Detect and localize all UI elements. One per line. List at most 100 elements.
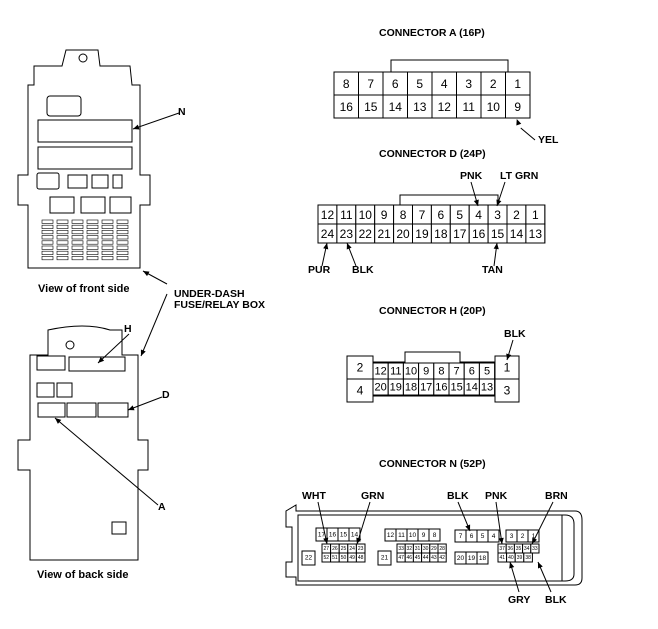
front-mini-fuse <box>41 245 54 250</box>
front-fuse-block-1 <box>36 172 60 190</box>
connector-d-bottom-pin-label: 14 <box>510 227 524 241</box>
connector-n-g2-side-cell <box>377 550 392 566</box>
front-mini-fuse <box>71 250 84 255</box>
front-mini-fuse <box>116 240 129 245</box>
connector-d-top-pin-label: 8 <box>400 208 407 222</box>
front-mini-fuse <box>86 250 99 255</box>
connector-d-bottom-pin-label: 20 <box>396 227 410 241</box>
connector-a-bottom-cell <box>505 94 531 119</box>
wire-label-blk-h: BLK <box>504 328 526 340</box>
connector-a-bottom-pin-label: 10 <box>487 100 501 114</box>
front-view-caption: View of front side <box>38 283 130 295</box>
connector-n-g3-top-pin-label: 6 <box>470 533 474 540</box>
connector-n-g4-top-pin-label: 2 <box>521 533 525 540</box>
blk-n1-leader-arrowhead <box>465 524 471 531</box>
connector-h-top-pin-label: 11 <box>390 366 401 378</box>
connector-d-bottom-pin-label: 19 <box>415 227 429 241</box>
leader-d <box>127 396 163 411</box>
front-mini-fuse <box>86 245 99 250</box>
front-mount-hole <box>78 53 88 63</box>
connector-n-g4-mid-pin-label: 37 <box>499 546 505 552</box>
front-mini-fuse <box>56 224 69 229</box>
connector-n-g3-bot-pin-label: 19 <box>468 555 476 562</box>
wire-label-gry: GRY <box>508 594 531 606</box>
front-mini-fuse <box>71 235 84 240</box>
connector-n-g1-top-pin-label: 14 <box>351 532 359 539</box>
wire-label-grn: GRN <box>361 490 385 502</box>
front-mini-fuse <box>116 235 129 240</box>
connector-h-location-label: H <box>124 323 132 335</box>
wire-label-blk-n1: BLK <box>447 490 469 502</box>
connector-n-g2-mid-pin-label: 28 <box>439 546 445 552</box>
connector-n-g3-bot-cell <box>476 551 489 565</box>
front-mini-fuse <box>41 250 54 255</box>
connector-h-top-pin-label: 12 <box>374 366 386 378</box>
connector-n-g2-top-pin-label: 12 <box>387 532 395 539</box>
front-fuse-block-7 <box>109 196 132 214</box>
connector-d-bottom-pin-label: 15 <box>491 227 505 241</box>
connector-d-top-pin-label: 9 <box>381 208 388 222</box>
front-mini-fuse <box>56 250 69 255</box>
connector-d-top-pin-label: 1 <box>532 208 539 222</box>
connector-n-g2-top-pin-label: 8 <box>433 532 437 539</box>
connector-a-top-pin-label: 5 <box>416 77 423 91</box>
front-mini-fuse <box>101 235 114 240</box>
front-mini-fuse <box>116 250 129 255</box>
leader-h <box>97 333 130 364</box>
connector-a-location-label: A <box>158 501 166 513</box>
connector-n-g2-top-cell <box>428 528 441 542</box>
connector-n-location-label: N <box>178 106 186 118</box>
connector-h-bottom-pin-label: 19 <box>390 382 402 394</box>
leader-box-back <box>140 293 168 357</box>
back-mount-hole <box>65 340 75 350</box>
connector-n-g4-bot-pin-label: 40 <box>508 555 514 561</box>
connector-h-bottom-pin-label: 13 <box>481 382 493 394</box>
connector-h-right-pin: 1 <box>504 361 511 375</box>
blk-d-leader-arrowhead <box>346 243 352 250</box>
connector-a-bottom-pin-label: 12 <box>438 100 452 114</box>
leader-n <box>132 112 180 130</box>
front-mini-fuse <box>86 230 99 235</box>
connector-n-g4-bot-pin-label: 41 <box>500 555 506 561</box>
connector-d-top-pin-label: 6 <box>438 208 445 222</box>
connector-n-g2-bot-pin-label: 44 <box>423 555 429 561</box>
connector-n-g1-side-pin: 22 <box>305 555 313 562</box>
front-mini-fuse <box>71 230 84 235</box>
wire-label-blk-n2: BLK <box>545 594 567 606</box>
wire-label-pnk-d: PNK <box>460 170 483 182</box>
connector-h-bottom-pin-label: 20 <box>374 382 386 394</box>
connector-h-bottom-pin-label: 14 <box>466 382 478 394</box>
front-mini-fuse <box>56 256 69 261</box>
connector-d-top-pin-label: 5 <box>456 208 463 222</box>
connector-a-top-pin-label: 2 <box>490 77 497 91</box>
connector-n-g1-bot-pin-label: 48 <box>358 555 364 561</box>
front-mini-fuse <box>86 240 99 245</box>
wht-leader-arrowhead <box>323 537 329 544</box>
connector-n-g2-bot-pin-label: 47 <box>398 555 404 561</box>
connector-d-title: CONNECTOR D (24P) <box>379 148 486 160</box>
connector-a-top-pin-label: 8 <box>343 77 350 91</box>
connector-d-top-pin-label: 2 <box>513 208 520 222</box>
connector-n-g1-mid-pin-label: 25 <box>341 546 347 552</box>
connector-h-title: CONNECTOR H (20P) <box>379 305 486 317</box>
brn-leader-arrowhead <box>532 537 538 544</box>
connector-a-bottom-pin-label: 14 <box>389 100 403 114</box>
front-mini-fuse <box>116 224 129 229</box>
connector-h-top-pin-label: 5 <box>484 366 490 378</box>
front-mini-fuse <box>71 245 84 250</box>
back-view-caption: View of back side <box>37 569 129 581</box>
front-mini-fuse <box>101 256 114 261</box>
front-mini-fuse <box>41 256 54 261</box>
front-mini-fuse <box>101 250 114 255</box>
connector-n-g3-top-pin-label: 7 <box>459 533 463 540</box>
front-relay-small <box>46 95 82 117</box>
back-block-3 <box>56 382 73 398</box>
front-fuse-block-2 <box>67 174 88 189</box>
front-mini-fuse <box>101 219 114 224</box>
front-mini-fuse <box>71 256 84 261</box>
front-mini-fuse <box>86 256 99 261</box>
connector-a-bottom-pin-label: 9 <box>514 100 521 114</box>
front-mini-fuse <box>101 240 114 245</box>
back-connector-d <box>97 402 129 418</box>
